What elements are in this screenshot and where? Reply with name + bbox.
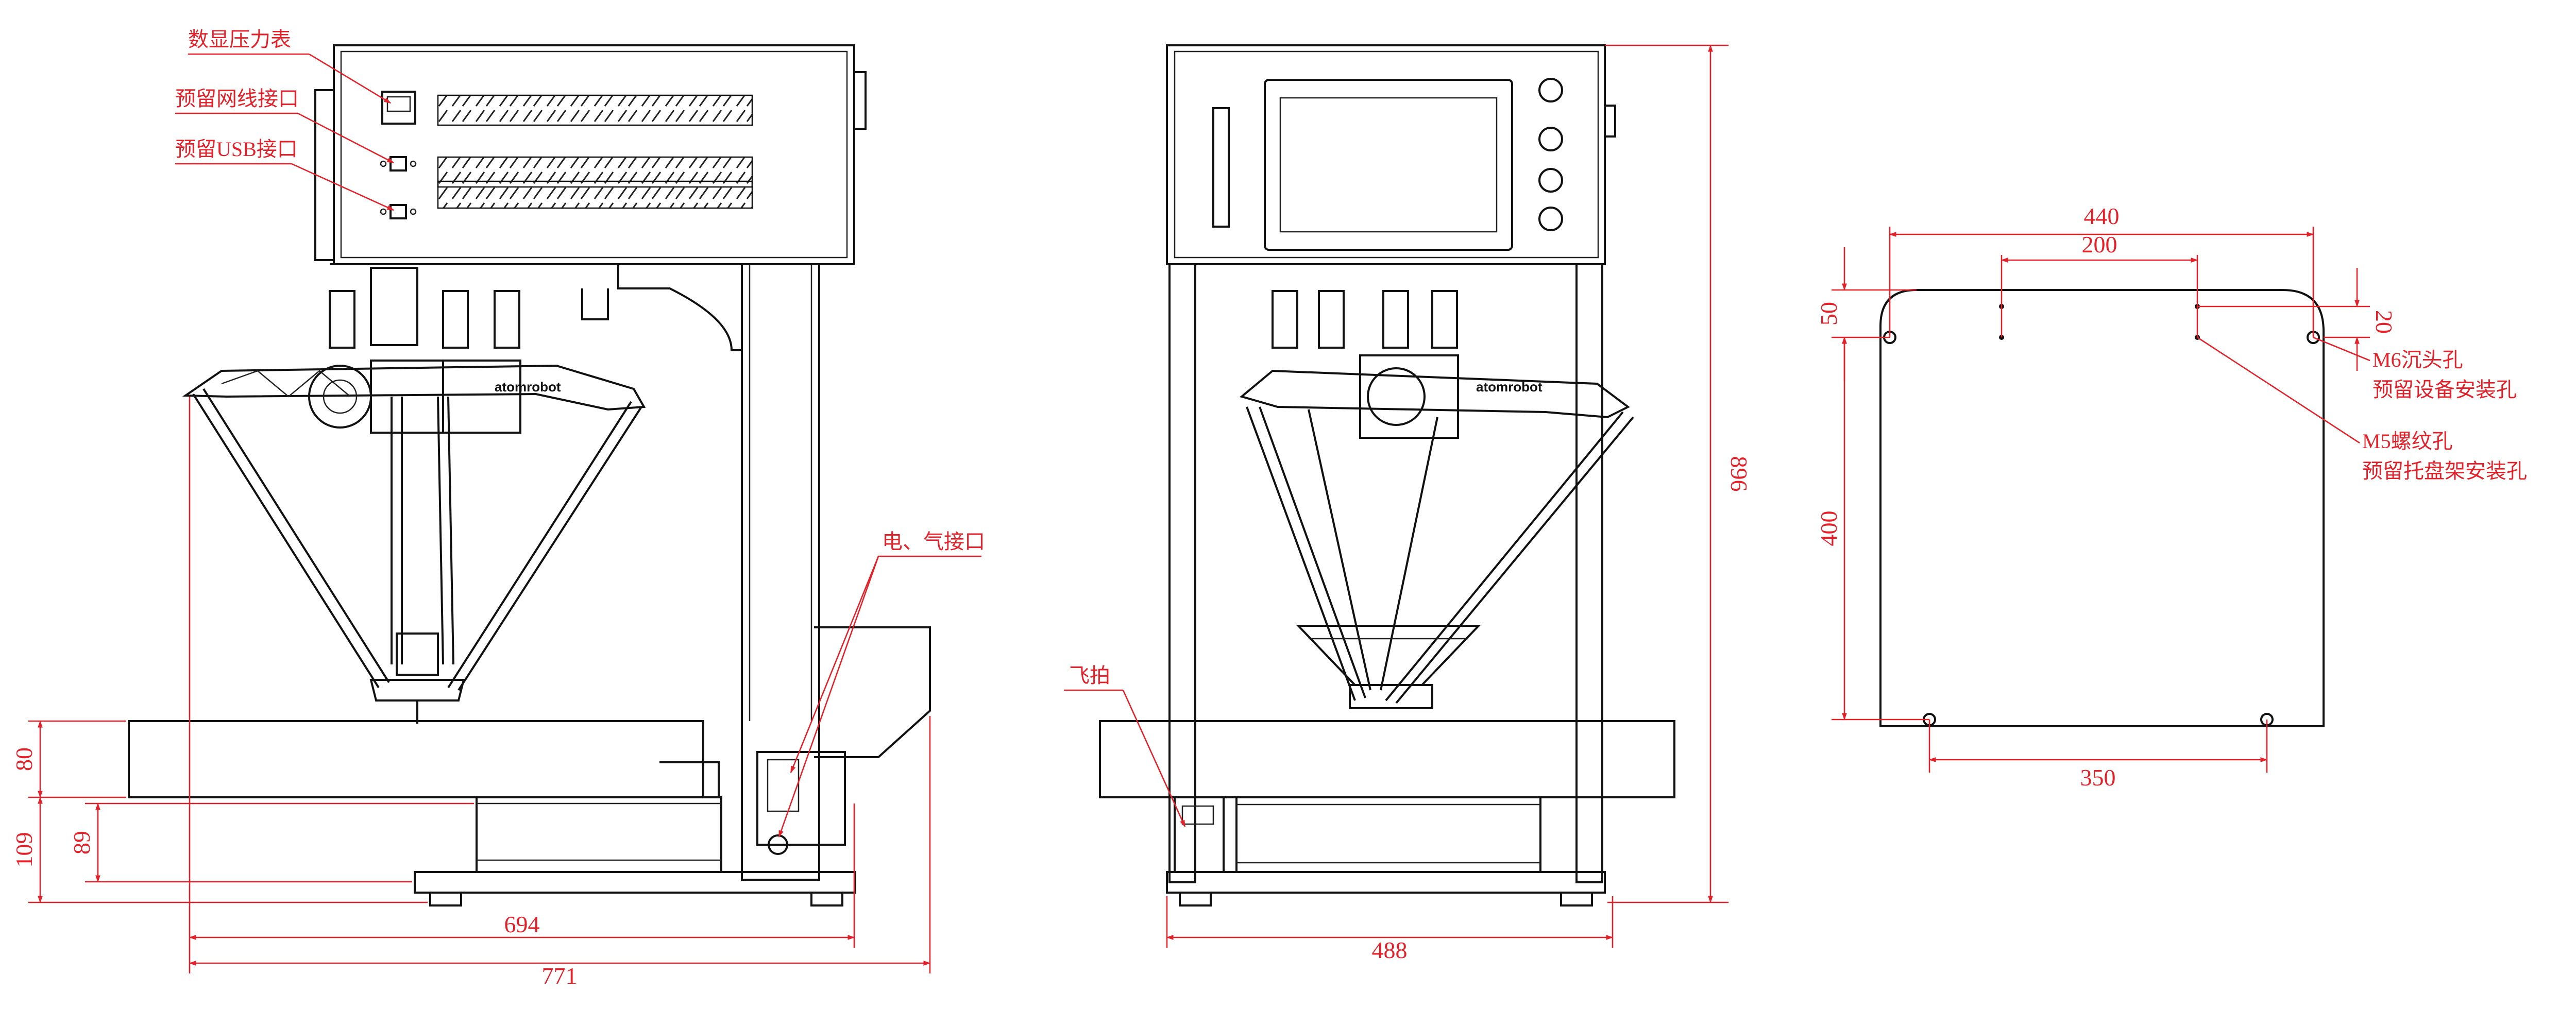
- vent-grille: [437, 180, 753, 209]
- servo-motor: [1359, 354, 1459, 439]
- network-port-icon: [389, 156, 407, 172]
- frame-post: [1575, 263, 1603, 883]
- tray-frame: [1235, 796, 1541, 873]
- side-dimensions: 80 109 89 694 771: [11, 397, 931, 989]
- usb-port-icon: [389, 204, 407, 219]
- front-dimensions: 488 896: [1166, 44, 1752, 963]
- dim-440: 440: [2084, 203, 2120, 229]
- m6-hole-label: M6沉头孔: [2372, 348, 2463, 371]
- front-callouts: 飞拍: [1064, 664, 1186, 828]
- dim-200: 200: [2082, 231, 2117, 258]
- dim-20: 20: [2371, 310, 2397, 334]
- control-box: [333, 44, 855, 265]
- arm-brand: atomrobot: [1476, 379, 1543, 395]
- pressure-gauge-icon: [381, 91, 416, 125]
- dim-80: 80: [11, 747, 37, 771]
- dim-50: 50: [1816, 302, 1842, 326]
- front-view: atomrobot 飞拍 488: [1064, 44, 1752, 963]
- dim-89: 89: [69, 831, 95, 854]
- base-plate: [128, 720, 704, 798]
- usb-port-label: 预留USB接口: [175, 138, 298, 161]
- top-callouts: M6沉头孔 预留设备安装孔 M5螺纹孔 预留托盘架安装孔: [2197, 336, 2527, 483]
- arm-brand: atomrobot: [495, 379, 561, 395]
- m5-hole-note: 预留托盘架安装孔: [2362, 459, 2527, 483]
- dim-488: 488: [1372, 937, 1408, 963]
- knob-icon: [1538, 207, 1563, 231]
- pressure-gauge-label: 数显压力表: [188, 28, 291, 51]
- side-callouts: 数显压力表 预留网线接口 预留USB接口 电、气接口: [175, 28, 985, 838]
- parallel-rod: [1246, 406, 1366, 701]
- robot-arm: [182, 364, 646, 411]
- end-effector: [396, 632, 439, 676]
- base-plate: [1099, 720, 1675, 798]
- floor-plate: [414, 871, 856, 894]
- m6-hole-note: 预留设备安装孔: [2372, 378, 2517, 401]
- dim-896: 896: [1726, 456, 1752, 492]
- dim-771: 771: [542, 963, 578, 989]
- m5-hole-label: M5螺纹孔: [2362, 430, 2453, 453]
- vent-grille: [437, 94, 753, 126]
- network-port-label: 预留网线接口: [175, 87, 299, 110]
- servo-motor: [442, 360, 521, 434]
- knob-icon: [1538, 78, 1563, 102]
- robot-arm: [1239, 369, 1630, 419]
- parallel-rod: [1385, 411, 1634, 704]
- dim-400: 400: [1816, 511, 1842, 546]
- hopper: [814, 626, 931, 758]
- dim-350: 350: [2080, 764, 2116, 791]
- flying-camera-label: 飞拍: [1069, 664, 1110, 687]
- mounting-plate: [1879, 289, 2325, 727]
- dim-694: 694: [504, 911, 540, 937]
- frame-post: [1168, 263, 1196, 883]
- side-view: atomrobot: [11, 28, 985, 989]
- floor-plate: [1166, 871, 1606, 894]
- power-air-connector: [756, 751, 846, 846]
- dim-109: 109: [11, 832, 37, 868]
- parallel-rod: [192, 388, 390, 689]
- support-column: [741, 263, 820, 881]
- parallel-rod: [447, 401, 642, 691]
- knob-icon: [1538, 168, 1563, 193]
- power-air-label: 电、气接口: [882, 530, 985, 553]
- top-dimensions: 440 200 50 20 400 350: [1816, 203, 2397, 791]
- top-view: 440 200 50 20 400 350: [1816, 203, 2527, 791]
- knob-icon: [1538, 127, 1563, 151]
- touch-screen: [1264, 79, 1513, 251]
